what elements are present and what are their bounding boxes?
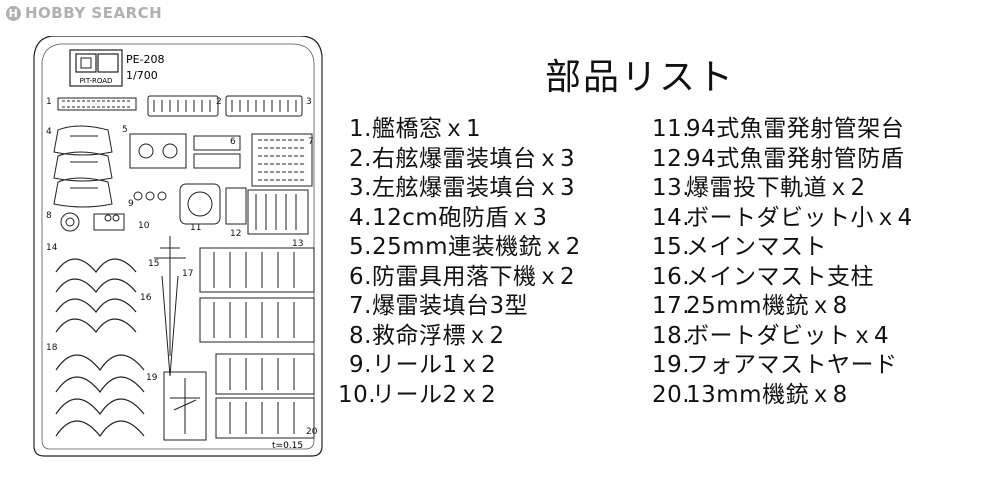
part-number: 20 bbox=[306, 427, 318, 437]
watermark-brand: HOBBY SEARCH bbox=[25, 4, 163, 22]
part-mg-and-droppers bbox=[129, 133, 313, 187]
sheet-thickness: t=0.15 bbox=[272, 441, 303, 451]
list-item: 7.爆雷装填台3型 bbox=[349, 293, 529, 319]
part-number: 8 bbox=[46, 211, 52, 221]
list-item: 11.94式魚雷発射管架台 bbox=[652, 116, 905, 142]
part-25mm-mg bbox=[199, 247, 315, 343]
part-number: 2 bbox=[216, 97, 222, 107]
part-13mm-mg bbox=[215, 353, 315, 439]
list-item: 3.左舷爆雷装填台ｘ3 bbox=[349, 175, 576, 201]
part-number: 15 bbox=[148, 259, 159, 269]
photo-etch-sheet: PIT-ROAD PE-208 1/700 t=0.15 1 2 3 4 5 6… bbox=[33, 36, 323, 457]
part-number: 4 bbox=[46, 127, 52, 137]
part-number: 6 bbox=[230, 137, 236, 147]
list-item: 4.12cm砲防盾ｘ3 bbox=[349, 204, 548, 231]
sheet-scale: 1/700 bbox=[126, 69, 158, 82]
part-depth-charge-rails bbox=[247, 189, 309, 235]
fret-outline bbox=[33, 36, 323, 457]
part-bridge-window bbox=[57, 97, 137, 111]
list-item: 2.右舷爆雷装填台ｘ3 bbox=[349, 145, 576, 172]
circle-h-icon: H bbox=[6, 5, 21, 21]
part-number: 3 bbox=[306, 97, 312, 107]
list-item: 19.フォアマストヤード bbox=[652, 352, 898, 378]
part-number: 1 bbox=[46, 97, 52, 107]
pit-road-logo: PIT-ROAD bbox=[69, 49, 123, 87]
list-item: 14.ボートダビット小ｘ4 bbox=[652, 204, 913, 231]
parts-list-title: 部品リスト bbox=[545, 57, 736, 98]
logo-text: PIT-ROAD bbox=[80, 77, 113, 85]
list-item: 17.25mm機銃ｘ8 bbox=[652, 293, 848, 319]
list-item: 20.13mm機銃ｘ8 bbox=[652, 381, 848, 408]
part-number: 11 bbox=[190, 223, 201, 233]
list-item: 12.94式魚雷発射管防盾 bbox=[652, 145, 905, 172]
list-item: 9.リール1ｘ2 bbox=[349, 352, 497, 378]
part-number: 14 bbox=[46, 243, 58, 253]
part-number: 17 bbox=[182, 269, 193, 279]
parts-list-right: 11.94式魚雷発射管架台 12.94式魚雷発射管防盾 13.爆雷投下軌道ｘ2 … bbox=[652, 115, 913, 410]
part-depth-charge-racks bbox=[147, 95, 303, 117]
part-number: 12 bbox=[230, 229, 241, 239]
part-number: 13 bbox=[292, 239, 303, 249]
list-item: 13.爆雷投下軌道ｘ2 bbox=[652, 175, 866, 201]
list-item: 18.ボートダビットｘ4 bbox=[652, 322, 890, 349]
part-small-davits bbox=[55, 258, 137, 333]
part-foremast-yard bbox=[163, 371, 207, 441]
sheet-code: PE-208 bbox=[126, 53, 165, 66]
part-lifebuoys-reels bbox=[60, 191, 167, 232]
part-boat-davits bbox=[55, 354, 145, 438]
list-item: 16.メインマスト支柱 bbox=[652, 263, 874, 290]
parts-list-left: 1.艦橋窓ｘ1 2.右舷爆雷装填台ｘ3 3.左舷爆雷装填台ｘ3 4.12cm砲防… bbox=[338, 115, 581, 410]
part-gun-shields bbox=[53, 125, 113, 208]
part-main-mast bbox=[154, 236, 186, 377]
list-item: 8.救命浮標ｘ2 bbox=[349, 322, 505, 349]
part-number: 18 bbox=[46, 343, 58, 353]
part-number: 10 bbox=[138, 221, 150, 231]
list-item: 15.メインマスト bbox=[652, 234, 827, 260]
part-torpedo-mount bbox=[179, 183, 247, 225]
list-item: 6.防雷具用落下機ｘ2 bbox=[349, 263, 576, 290]
list-item: 5.25mm連装機銃ｘ2 bbox=[349, 234, 581, 260]
fret-inner-outline bbox=[41, 43, 315, 450]
list-item: 1.艦橋窓ｘ1 bbox=[349, 116, 482, 142]
part-number: 9 bbox=[128, 199, 134, 209]
part-number: 16 bbox=[140, 293, 152, 303]
part-number: 19 bbox=[146, 373, 158, 383]
watermark: H HOBBY SEARCH bbox=[6, 4, 162, 22]
part-number: 7 bbox=[308, 137, 314, 147]
part-number: 5 bbox=[122, 125, 128, 135]
list-item: 10.リール2ｘ2 bbox=[338, 381, 497, 408]
